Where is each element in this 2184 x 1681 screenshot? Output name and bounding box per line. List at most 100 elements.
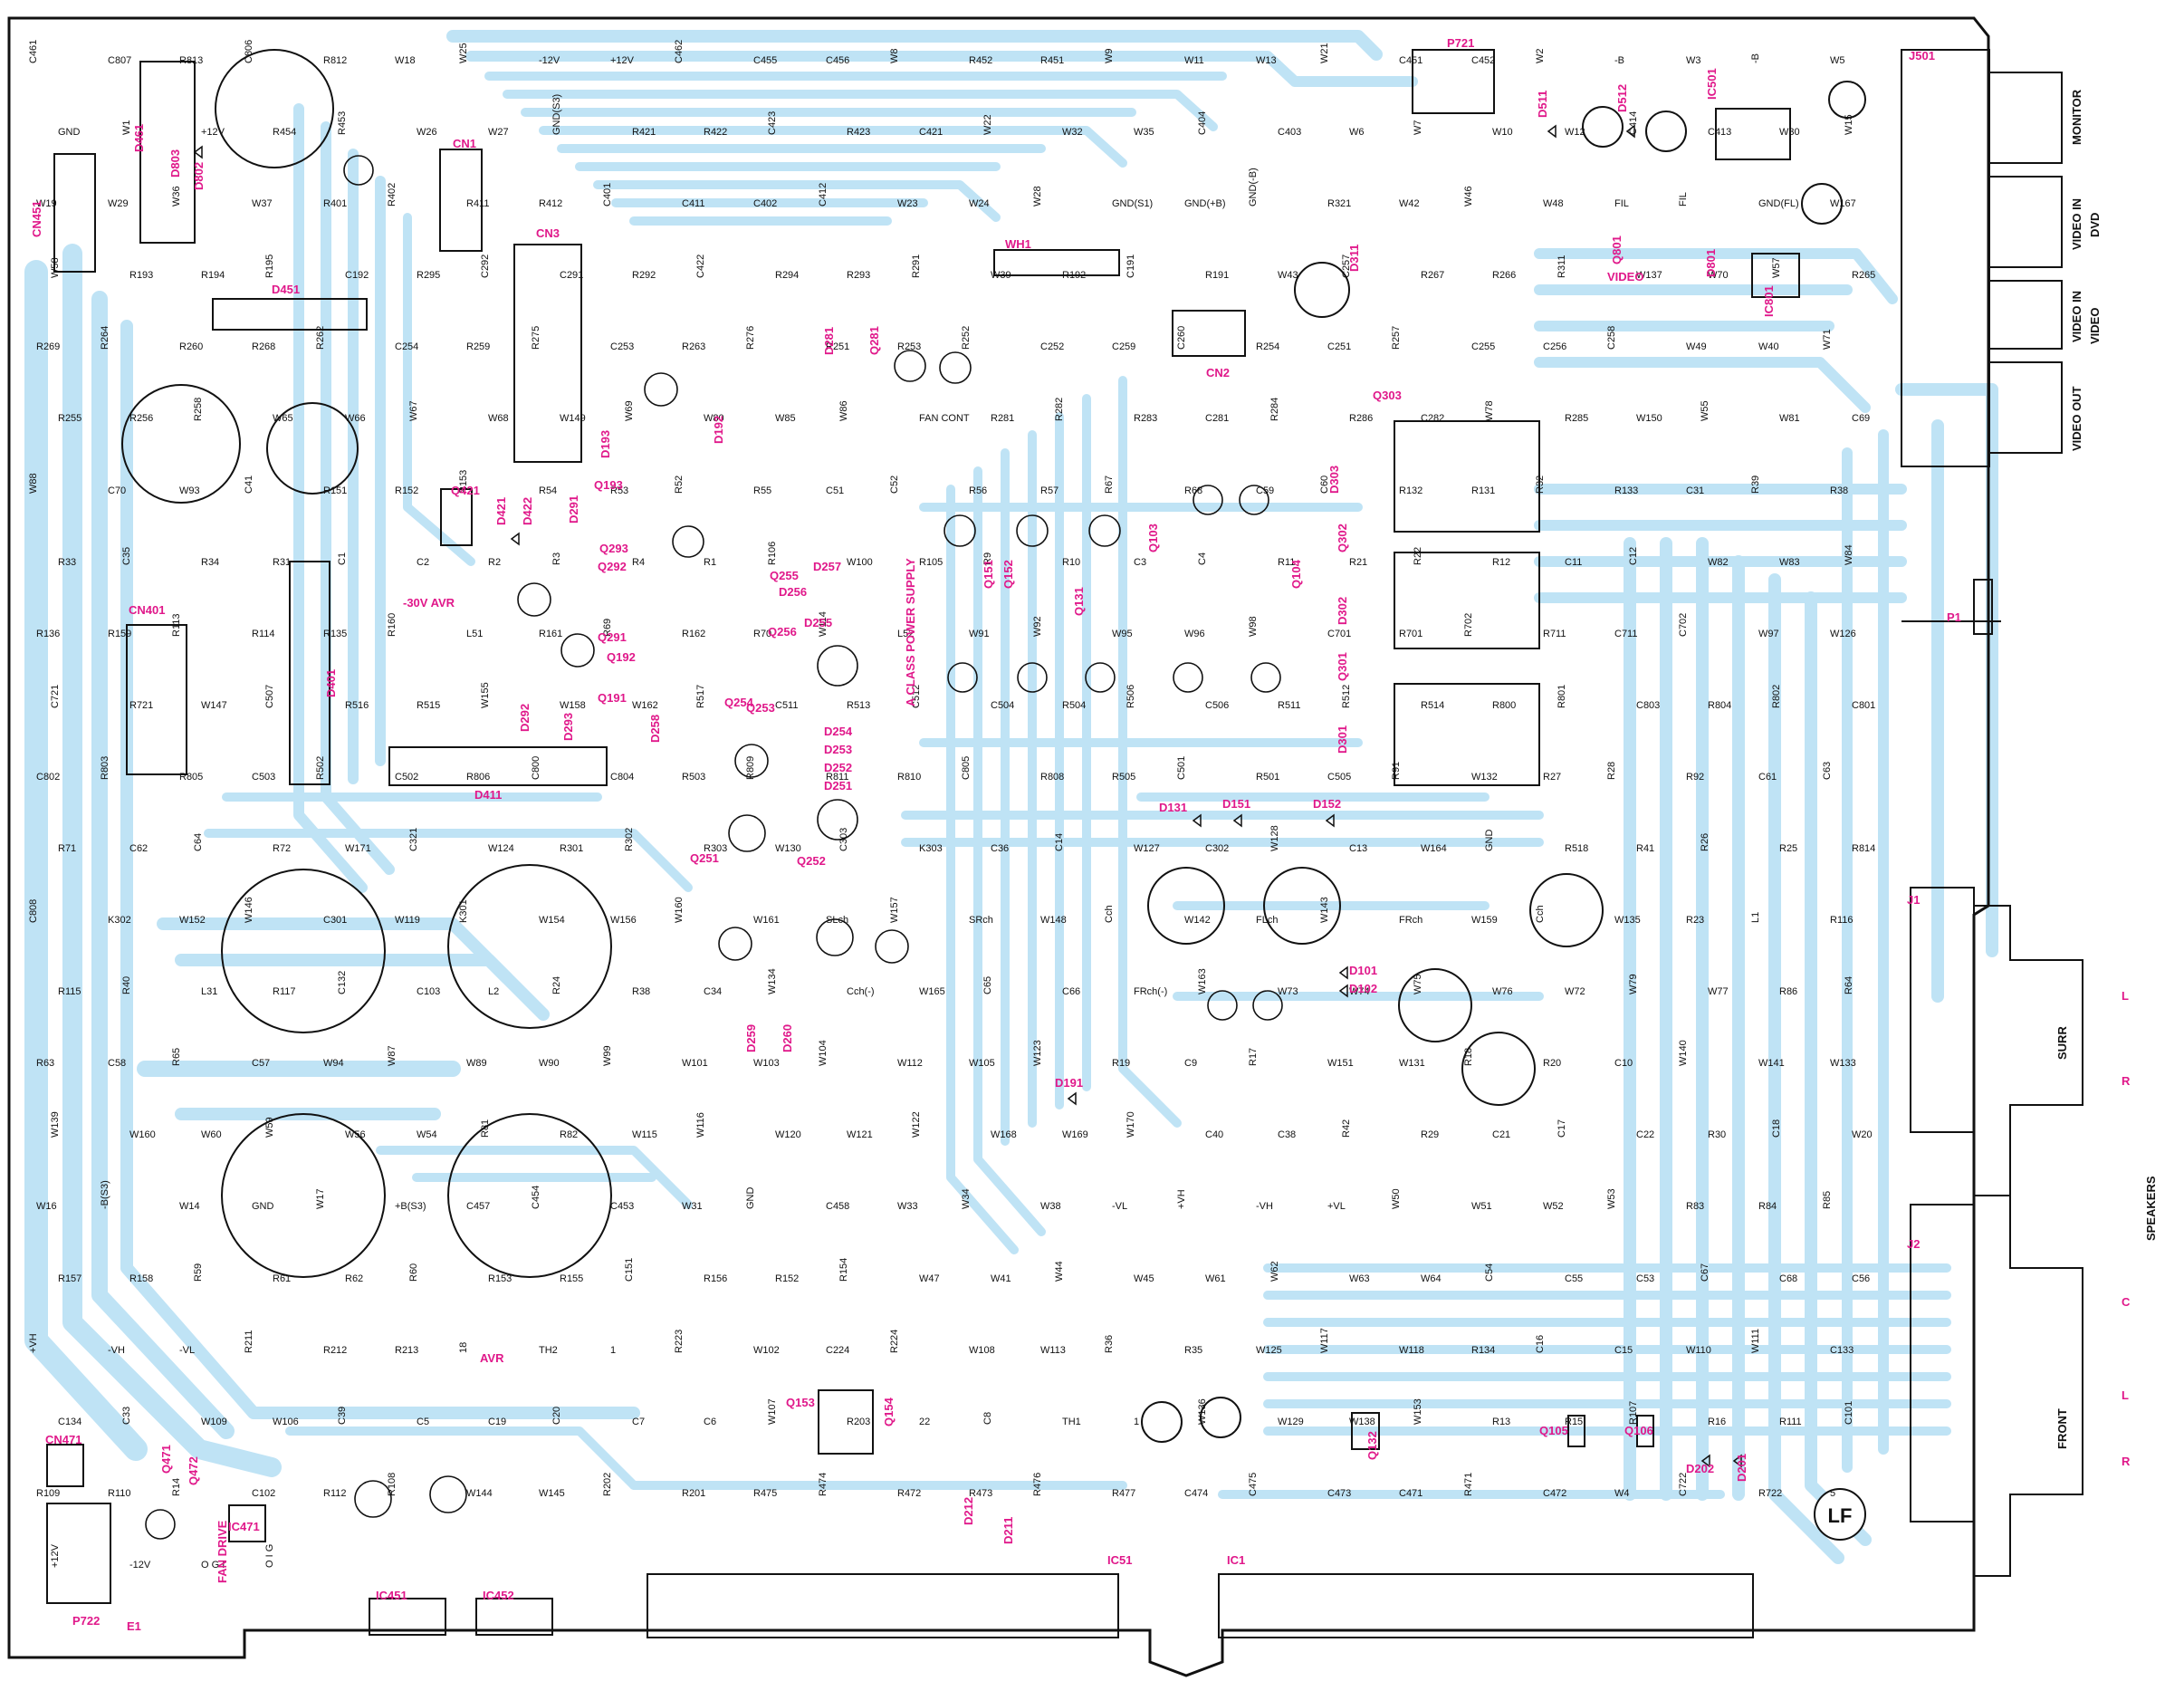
component-label: FIL bbox=[1678, 192, 1689, 207]
component-label: J501 bbox=[1909, 49, 1935, 62]
component-label: W91 bbox=[969, 629, 990, 639]
coil-icon bbox=[1263, 867, 1341, 945]
component-label: +VH bbox=[28, 1333, 39, 1353]
component-label: W38 bbox=[1040, 1201, 1061, 1212]
coil-layer bbox=[1147, 867, 1604, 1106]
component-label: R423 bbox=[847, 127, 870, 138]
diode-icon bbox=[1547, 124, 1557, 139]
component-label: C101 bbox=[1844, 1401, 1854, 1425]
component-label: R24 bbox=[551, 976, 562, 994]
component-label: R501 bbox=[1256, 772, 1279, 783]
component-label: P721 bbox=[1447, 36, 1474, 50]
trace-icon bbox=[293, 103, 368, 893]
component-label: FRch bbox=[1399, 915, 1422, 926]
trace-icon bbox=[593, 180, 1001, 222]
component-label: C462 bbox=[674, 40, 685, 63]
component-label: R bbox=[2122, 1455, 2131, 1468]
component-label: R17 bbox=[1248, 1048, 1259, 1066]
component-label: W69 bbox=[624, 400, 635, 421]
component-label: R33 bbox=[58, 557, 76, 568]
component-label: C65 bbox=[982, 976, 993, 994]
component-label: W130 bbox=[775, 843, 801, 854]
capacitor-icon bbox=[734, 744, 769, 778]
component-label: C302 bbox=[1205, 843, 1229, 854]
component-label: C506 bbox=[1205, 700, 1229, 711]
component-label: W46 bbox=[1463, 186, 1474, 207]
component-label: D102 bbox=[1349, 982, 1377, 995]
diode-icon bbox=[1732, 1454, 1742, 1468]
component-label: C281 bbox=[1205, 413, 1229, 424]
connector-icon bbox=[1351, 1412, 1380, 1450]
component-label: W45 bbox=[1134, 1273, 1154, 1284]
component-label: C22 bbox=[1636, 1129, 1654, 1140]
component-label: D258 bbox=[648, 715, 662, 743]
component-label: C62 bbox=[129, 843, 148, 854]
component-label: R39 bbox=[1750, 475, 1761, 494]
component-label: W141 bbox=[1758, 1058, 1785, 1069]
component-label: Q472 bbox=[187, 1456, 200, 1485]
component-label: C413 bbox=[1708, 127, 1731, 138]
component-label: W136 bbox=[1197, 1398, 1208, 1425]
component-label: R25 bbox=[1779, 843, 1797, 854]
component-label: C55 bbox=[1565, 1273, 1583, 1284]
diode-icon bbox=[1625, 124, 1635, 139]
component-label: R83 bbox=[1686, 1201, 1704, 1212]
component-label: W18 bbox=[395, 55, 416, 66]
component-label: R505 bbox=[1112, 772, 1135, 783]
component-label: C31 bbox=[1686, 485, 1704, 496]
capacitor-icon bbox=[121, 384, 241, 504]
connector-icon bbox=[1394, 683, 1540, 786]
component-label: R453 bbox=[337, 111, 348, 135]
component-label: R131 bbox=[1471, 485, 1495, 496]
component-label: W75 bbox=[1413, 974, 1423, 994]
component-label: R20 bbox=[1543, 1058, 1561, 1069]
capacitor-icon bbox=[1017, 662, 1048, 693]
capacitor-icon bbox=[1207, 990, 1238, 1021]
component-label: C3 bbox=[1134, 557, 1146, 568]
trace-icon bbox=[204, 829, 693, 892]
component-label: W77 bbox=[1708, 986, 1729, 997]
component-label: R59 bbox=[193, 1263, 204, 1282]
component-label: W84 bbox=[1844, 544, 1854, 565]
component-label: SPEAKERS bbox=[2144, 1176, 2158, 1241]
component-label: L bbox=[2122, 1388, 2129, 1402]
component-label: W86 bbox=[838, 400, 849, 421]
capacitor-icon bbox=[728, 814, 766, 852]
component-label: D411 bbox=[474, 788, 502, 802]
component-label: W96 bbox=[1184, 629, 1205, 639]
component-label: R160 bbox=[387, 613, 398, 637]
component-label: Q251 bbox=[690, 851, 719, 865]
component-label: R291 bbox=[911, 255, 922, 278]
component-label: R69 bbox=[602, 619, 613, 637]
trace-icon bbox=[285, 1426, 638, 1490]
component-label: C9 bbox=[1184, 1058, 1197, 1069]
component-label: W93 bbox=[179, 485, 200, 496]
component-label: R41 bbox=[1636, 843, 1654, 854]
lf-logo-icon: LF bbox=[1814, 1488, 1866, 1541]
capacitor-icon bbox=[644, 372, 678, 407]
component-label: IC51 bbox=[1107, 1553, 1132, 1567]
component-label: R194 bbox=[201, 270, 225, 281]
component-label: R34 bbox=[201, 557, 219, 568]
component-label: C805 bbox=[961, 756, 972, 780]
component-label: W3 bbox=[1686, 55, 1701, 66]
component-label: R53 bbox=[610, 485, 628, 496]
component-label: W148 bbox=[1040, 915, 1067, 926]
component-label: R68 bbox=[1184, 485, 1202, 496]
component-label: R155 bbox=[560, 1273, 583, 1284]
component-label: CN2 bbox=[1206, 366, 1230, 379]
component-label: GND(S1) bbox=[1112, 198, 1153, 209]
capacitor-icon bbox=[221, 869, 386, 1033]
component-label: W137 bbox=[1636, 270, 1662, 281]
component-label: R202 bbox=[602, 1473, 613, 1496]
component-label: Q105 bbox=[1539, 1424, 1568, 1437]
component-label: C803 bbox=[1636, 700, 1660, 711]
connector-icon bbox=[818, 1389, 874, 1455]
component-label: R106 bbox=[767, 542, 778, 565]
component-label: D252 bbox=[824, 761, 852, 774]
component-label: R808 bbox=[1040, 772, 1064, 783]
component-label: W87 bbox=[387, 1045, 398, 1066]
component-label: R38 bbox=[632, 986, 650, 997]
component-label: Q153 bbox=[786, 1396, 815, 1409]
component-label: W43 bbox=[1278, 270, 1298, 281]
